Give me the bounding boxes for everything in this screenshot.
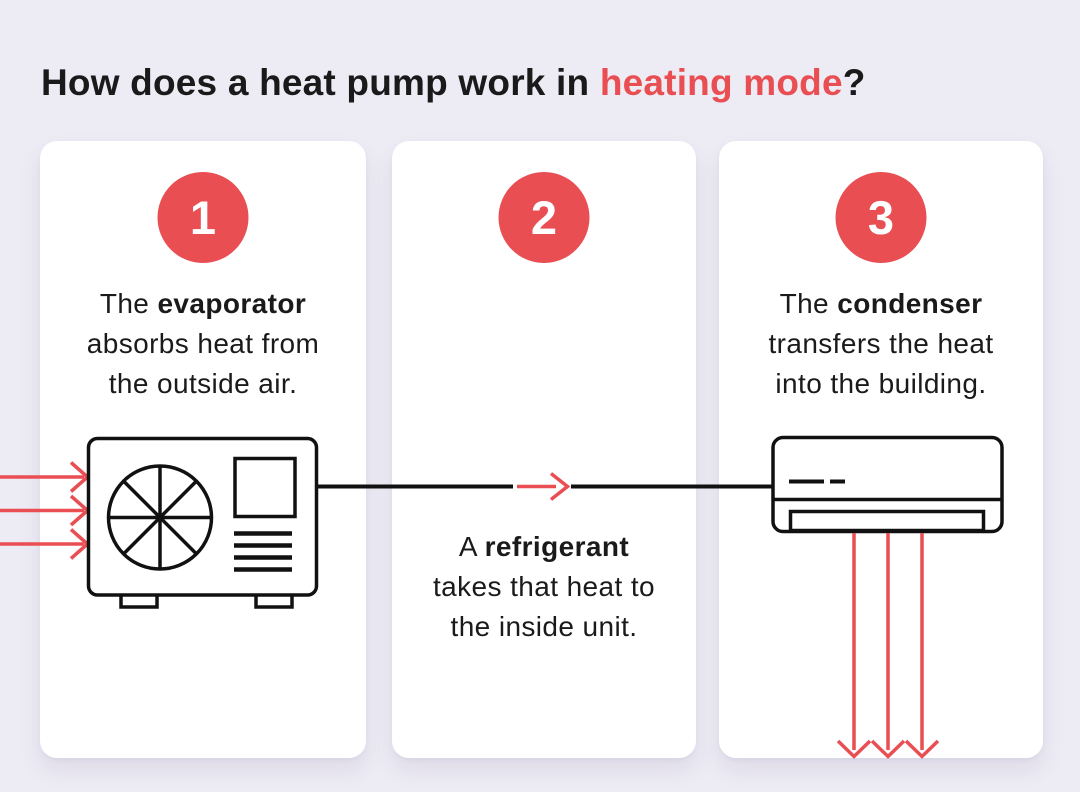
- step-3-number-badge: 3: [835, 172, 927, 263]
- step-1-number-badge: 1: [157, 172, 249, 263]
- step-1-number: 1: [189, 191, 217, 244]
- title-question-mark: ?: [842, 62, 866, 103]
- page-title: How does a heat pump work in heating mod…: [41, 62, 866, 104]
- step-3-number: 3: [867, 191, 895, 244]
- step-2-number: 2: [530, 191, 558, 244]
- title-text: How does a heat pump work in: [41, 62, 600, 103]
- step-2-number-badge: 2: [498, 172, 590, 263]
- title-highlight: heating mode: [599, 62, 843, 103]
